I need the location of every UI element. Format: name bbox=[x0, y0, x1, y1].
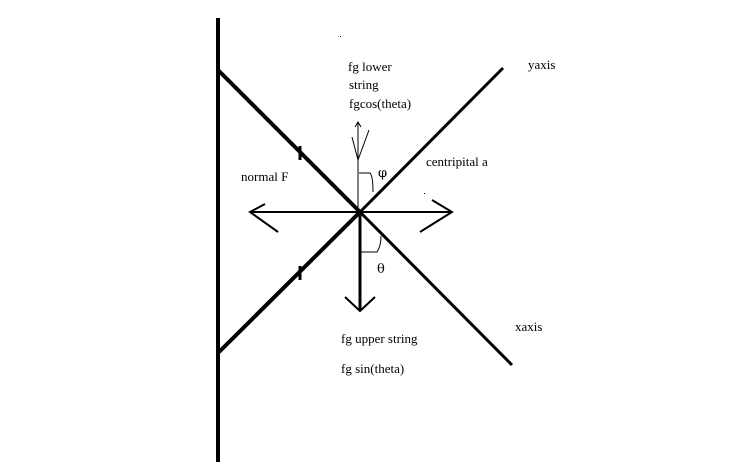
phi-symbol: φ bbox=[378, 166, 388, 181]
fg-lower-label-line2: string bbox=[349, 77, 379, 92]
centripetal-label: centripital a bbox=[426, 154, 488, 169]
phi-angle-arc bbox=[359, 172, 374, 193]
up-force-arrowhead bbox=[351, 129, 370, 162]
xaxis-label: xaxis bbox=[515, 319, 543, 334]
fg-lower-label-line3: fgcos(theta) bbox=[349, 96, 412, 111]
normal-force-arrowhead bbox=[248, 203, 279, 233]
fg-upper-label: fg upper string bbox=[341, 331, 418, 346]
centripetal-arrowhead bbox=[419, 199, 454, 233]
normal-force-label: normal F bbox=[241, 169, 289, 184]
x-axis-line bbox=[358, 210, 514, 367]
stray-dot bbox=[340, 36, 341, 37]
y-axis-line bbox=[358, 66, 505, 214]
upper-string bbox=[216, 68, 362, 214]
stray-dot bbox=[424, 193, 425, 194]
theta-angle-arc bbox=[361, 235, 382, 253]
fg-lower-label-line1: fg lower bbox=[348, 59, 392, 74]
up-force-tip bbox=[354, 121, 362, 128]
lower-string bbox=[216, 210, 362, 355]
theta-symbol: θ bbox=[377, 262, 385, 277]
fg-sin-label: fg sin(theta) bbox=[341, 361, 405, 376]
down-force-arrowhead bbox=[344, 296, 376, 313]
yaxis-label: yaxis bbox=[528, 57, 556, 72]
